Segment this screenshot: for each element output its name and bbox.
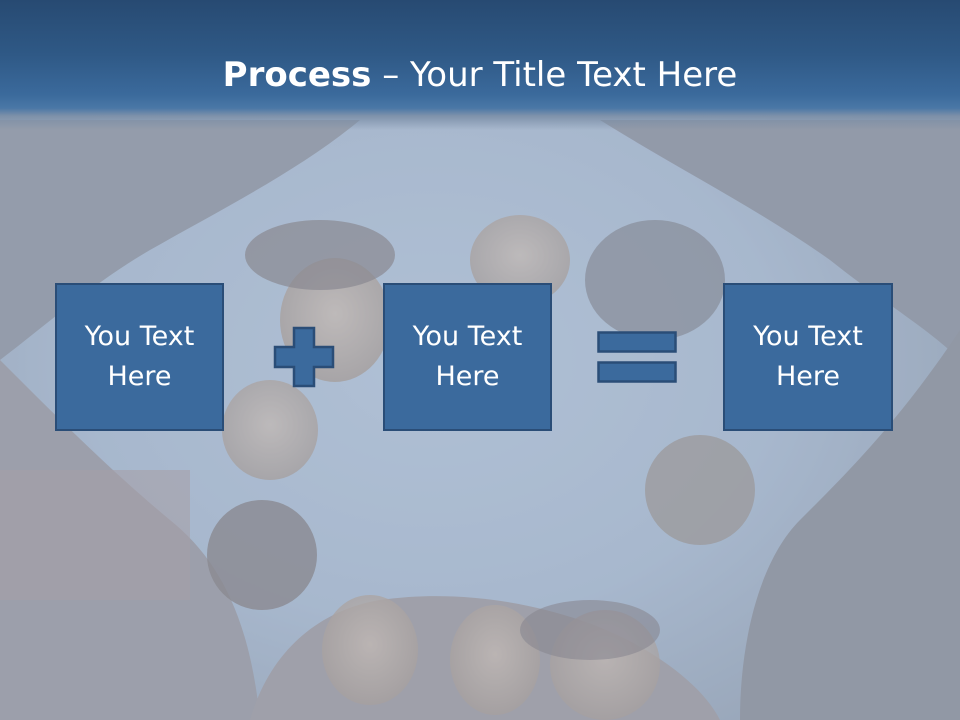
equals-icon <box>597 331 677 383</box>
process-box-1[interactable]: You Text Here <box>55 283 224 431</box>
process-box-label: You Text Here <box>412 321 523 392</box>
process-box-label: You Text Here <box>84 321 195 392</box>
process-box-2[interactable]: You Text Here <box>383 283 552 431</box>
title-text: Your Title Text Here <box>410 55 738 95</box>
plus-icon <box>273 326 335 388</box>
process-box-label: You Text Here <box>753 321 863 392</box>
slide-title[interactable]: Process – Your Title Text Here <box>0 54 960 96</box>
title-bold-part: Process <box>222 55 372 95</box>
title-bar: Process – Your Title Text Here <box>0 0 960 130</box>
process-box-3[interactable]: You Text Here <box>723 283 893 431</box>
title-separator: – <box>371 55 411 95</box>
